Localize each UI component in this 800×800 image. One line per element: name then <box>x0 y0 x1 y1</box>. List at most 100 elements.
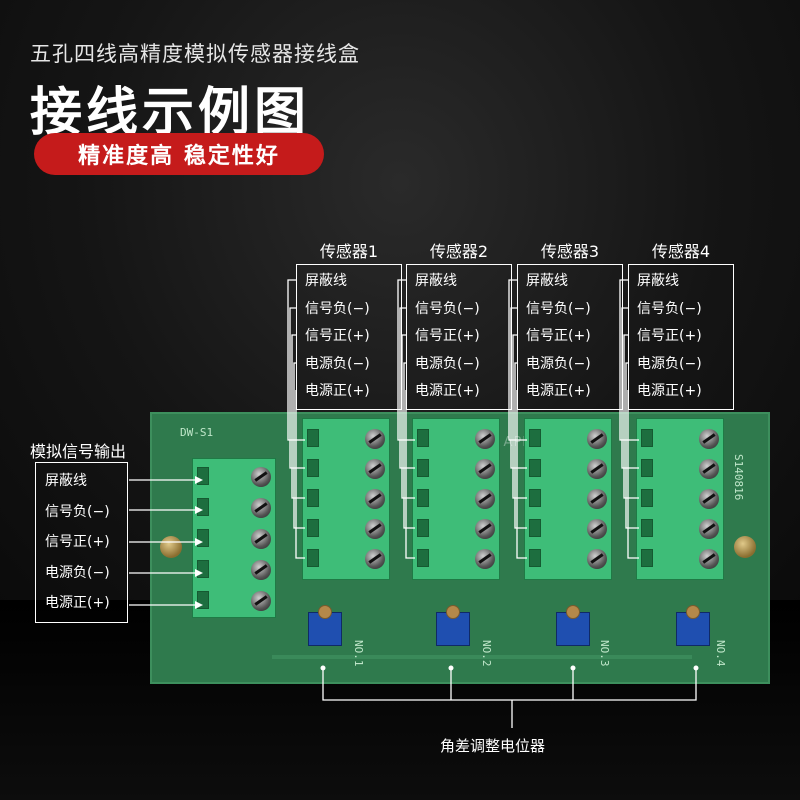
sensor-terminal-block <box>302 418 390 580</box>
sensor-title: 传感器2 <box>429 242 489 261</box>
wire-label: 屏蔽线 <box>637 273 679 289</box>
wire-label: 信号正(+) <box>305 328 370 344</box>
wire-label: 信号正(+) <box>415 328 480 344</box>
pot-knob-icon <box>446 605 460 619</box>
terminal-slot <box>529 489 541 507</box>
pot-label-2: NO.2 <box>480 640 493 667</box>
wire-label: 电源正(+) <box>305 383 370 399</box>
terminal-slot <box>307 459 319 477</box>
sensor-title: 传感器3 <box>540 242 600 261</box>
mounting-screw-icon <box>160 536 182 558</box>
wire-label: 屏蔽线 <box>305 273 347 289</box>
terminal-slot <box>641 519 653 537</box>
terminal-slot <box>641 489 653 507</box>
wire-label: 信号正(+) <box>637 328 702 344</box>
terminal-slot <box>529 549 541 567</box>
sensor-label-4: 传感器4 屏蔽线 信号负(−) 信号正(+) 电源负(−) 电源正(+) <box>628 240 734 410</box>
screw-icon <box>475 429 495 449</box>
screw-icon <box>365 459 385 479</box>
screw-icon <box>699 489 719 509</box>
pot-knob-icon <box>318 605 332 619</box>
pot-knob-icon <box>566 605 580 619</box>
wire-label: 电源负(−) <box>637 355 702 372</box>
wire-label: 信号负(−) <box>415 300 480 317</box>
sensor-label-2: 传感器2 屏蔽线 信号负(−) 信号正(+) 电源负(−) 电源正(+) <box>406 240 512 410</box>
wire-label: 电源负(−) <box>415 355 480 372</box>
screw-icon <box>365 519 385 539</box>
pot-knob-icon <box>686 605 700 619</box>
pcb-trace <box>272 629 692 659</box>
sensor-title: 传感器1 <box>319 242 379 261</box>
wire-label: 屏蔽线 <box>415 273 457 289</box>
terminal-slot <box>641 459 653 477</box>
wire-label: 屏蔽线 <box>526 273 568 289</box>
sensor-label-1: 传感器1 屏蔽线 信号负(−) 信号正(+) 电源负(−) 电源正(+) <box>296 240 402 410</box>
pot-label-1: NO.1 <box>352 640 365 667</box>
potentiometer[interactable] <box>436 605 470 646</box>
screw-icon <box>365 549 385 569</box>
screw-icon <box>587 459 607 479</box>
wire-label: 电源负(−) <box>526 355 591 372</box>
wire-label: 电源正(+) <box>526 383 591 399</box>
screw-icon <box>587 549 607 569</box>
wire-label: 信号正(+) <box>45 534 110 550</box>
screw-icon <box>251 529 271 549</box>
screw-icon <box>699 459 719 479</box>
sensor-terminal-block <box>636 418 724 580</box>
screw-icon <box>587 489 607 509</box>
terminal-slot <box>307 489 319 507</box>
screw-icon <box>251 591 271 611</box>
feature-badge: 精准度高 稳定性好 <box>34 133 324 175</box>
terminal-slot <box>307 549 319 567</box>
terminal-slot <box>529 429 541 447</box>
screw-icon <box>365 429 385 449</box>
screw-icon <box>475 549 495 569</box>
terminal-slot <box>197 467 209 485</box>
wire-label: 电源正(+) <box>415 383 480 399</box>
terminal-slot <box>197 498 209 516</box>
sensor-title: 传感器4 <box>651 242 711 261</box>
terminal-slot <box>197 591 209 609</box>
screw-icon <box>251 467 271 487</box>
wire-label: 屏蔽线 <box>45 473 87 489</box>
terminal-slot <box>417 519 429 537</box>
sensor-wire-list: 屏蔽线 信号负(−) 信号正(+) 电源负(−) 电源正(+) <box>517 264 623 410</box>
output-title: 模拟信号输出 <box>30 442 127 461</box>
potentiometer-label: 角差调整电位器 <box>440 737 546 755</box>
terminal-slot <box>529 459 541 477</box>
screw-icon <box>699 549 719 569</box>
terminal-slot <box>641 549 653 567</box>
sensor-wire-list: 屏蔽线 信号负(−) 信号正(+) 电源负(−) 电源正(+) <box>296 264 402 410</box>
sensor-wire-list: 屏蔽线 信号负(−) 信号正(+) 电源负(−) 电源正(+) <box>628 264 734 410</box>
sensor-terminal-block <box>412 418 500 580</box>
wire-label: 电源正(+) <box>45 595 110 611</box>
terminal-slot <box>417 549 429 567</box>
terminal-slot <box>307 519 319 537</box>
terminal-slot <box>307 429 319 447</box>
terminal-slot <box>417 459 429 477</box>
potentiometer[interactable] <box>308 605 342 646</box>
sensor-terminal-block <box>524 418 612 580</box>
wire-label: 信号负(−) <box>526 300 591 317</box>
terminal-slot <box>197 529 209 547</box>
screw-icon <box>251 498 271 518</box>
screw-icon <box>699 429 719 449</box>
terminal-slot <box>197 560 209 578</box>
subtitle: 五孔四线高精度模拟传感器接线盒 <box>30 42 360 66</box>
pot-label-3: NO.3 <box>598 640 611 667</box>
potentiometer[interactable] <box>676 605 710 646</box>
terminal-slot <box>641 429 653 447</box>
screw-icon <box>587 429 607 449</box>
output-terminal-block <box>192 458 276 618</box>
potentiometer[interactable] <box>556 605 590 646</box>
output-wire-list: 屏蔽线 信号负(−) 信号正(+) 电源负(−) 电源正(+) <box>35 462 128 623</box>
board-model: DW-S1 <box>180 426 214 439</box>
wire-label: 电源负(−) <box>45 564 110 581</box>
sensor-label-3: 传感器3 屏蔽线 信号负(−) 信号正(+) 电源负(−) 电源正(+) <box>517 240 623 410</box>
board-serial: S140816 <box>732 454 745 501</box>
wire-label: 信号负(−) <box>45 503 110 520</box>
screw-icon <box>475 489 495 509</box>
wire-label: 电源负(−) <box>305 355 370 372</box>
wire-label: 信号负(−) <box>637 300 702 317</box>
wire-label: 电源正(+) <box>637 383 702 399</box>
